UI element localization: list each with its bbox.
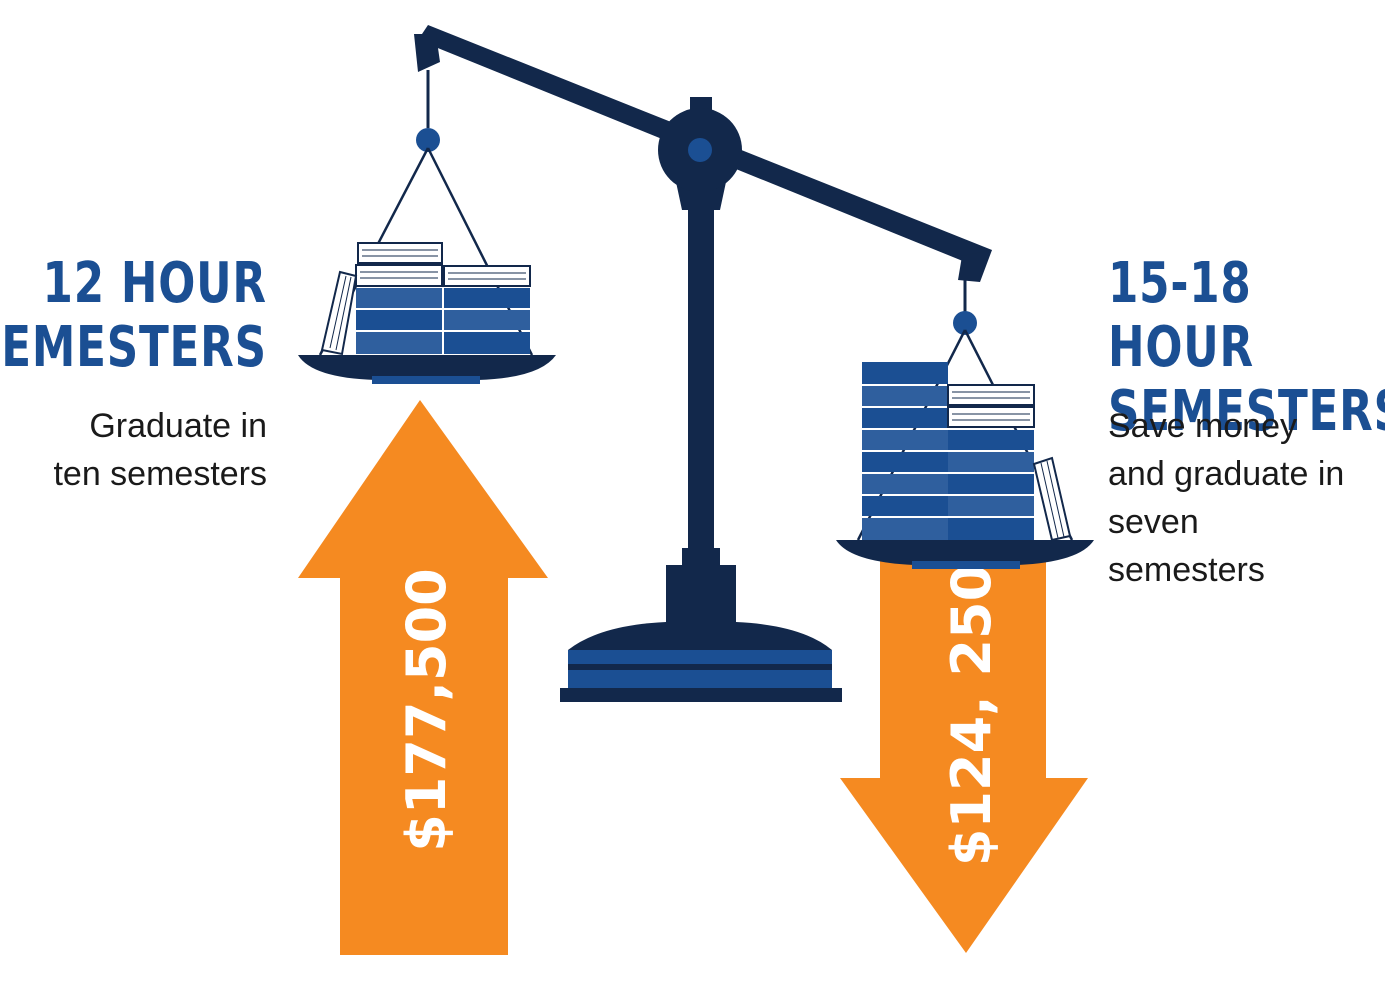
right-description-line2: and graduate in bbox=[1108, 455, 1345, 493]
right-description-line4: semesters bbox=[1108, 551, 1265, 589]
book-stack-icon bbox=[320, 242, 531, 356]
right-heading-line2: SEMESTERS bbox=[1108, 379, 1385, 444]
left-description-line2: ten semesters bbox=[53, 455, 267, 493]
left-heading-line2: SEMESTERS bbox=[0, 315, 268, 380]
left-heading: 12 HOUR SEMESTERS bbox=[0, 252, 267, 380]
left-description: Graduate in ten semesters bbox=[53, 402, 267, 498]
right-amount: $124, 250 bbox=[940, 564, 1003, 866]
right-heading: 15-18 HOUR SEMESTERS bbox=[1108, 252, 1385, 444]
right-description-line3: seven bbox=[1108, 503, 1199, 541]
arrow-down-icon: $124, 250 bbox=[840, 540, 1088, 953]
left-amount: $177,500 bbox=[395, 568, 458, 852]
book-stack-icon bbox=[862, 362, 1072, 542]
left-heading-line1: 12 HOUR bbox=[42, 251, 267, 316]
balance-scale-icon bbox=[298, 25, 1094, 702]
right-description-line1: Save money bbox=[1108, 407, 1297, 445]
right-description: Save money and graduate in seven semeste… bbox=[1108, 402, 1385, 594]
left-description-line1: Graduate in bbox=[89, 407, 267, 445]
arrow-up-icon: $177,500 bbox=[298, 400, 548, 955]
right-heading-line1: 15-18 HOUR bbox=[1108, 251, 1254, 380]
